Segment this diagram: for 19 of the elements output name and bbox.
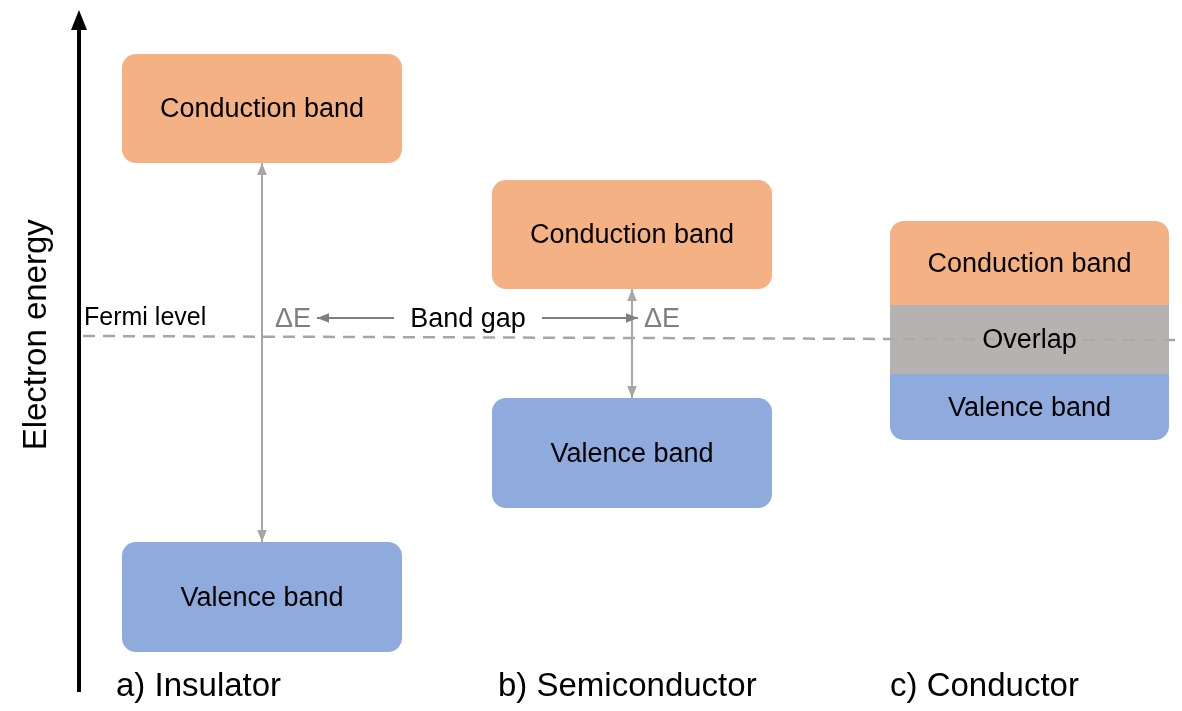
arrow [541,313,639,323]
valence-band-box: Valence band [492,398,772,508]
arrow [316,313,395,323]
panel-caption: c) Conductor [890,666,1080,704]
arrow [257,162,267,543]
conduction-band-box: Conduction band [492,180,772,289]
axis-label: Electron energy [15,218,55,453]
conduction-band-box: Conduction band [890,221,1169,305]
overlap-band: Overlap [890,305,1169,374]
panel-caption: b) Semiconductor [498,666,758,704]
delta-e-label: ΔE [269,300,317,336]
conduction-band-box: Conduction band [122,54,402,163]
valence-band-box: Valence band [890,374,1169,440]
panel-caption: a) Insulator [116,666,283,704]
valence-band-box: Valence band [122,542,402,652]
band-gap-label: Band gap [394,300,542,336]
delta-e-label: ΔE [638,300,686,336]
fermi-level-label: Fermi level [84,301,208,332]
arrow [627,288,637,399]
